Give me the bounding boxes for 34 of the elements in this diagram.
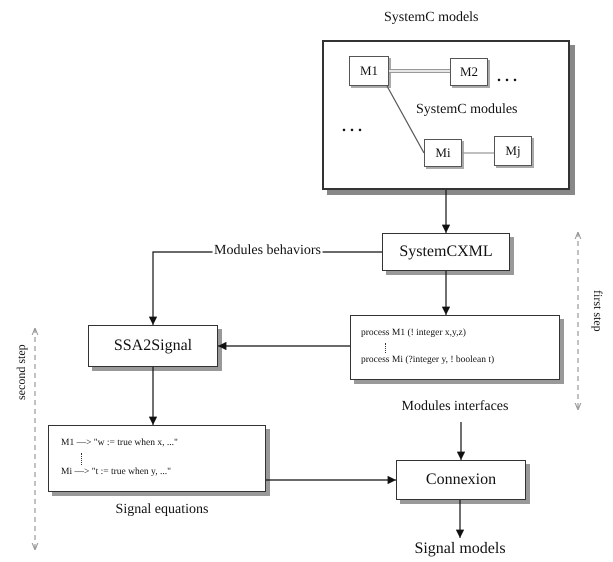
connector-line	[389, 69, 450, 73]
arrow	[456, 422, 466, 460]
code-line: process M1 (! integer x,y,z)	[361, 328, 466, 338]
arrow	[442, 271, 450, 315]
connector-line	[462, 152, 494, 154]
code-line: M1 —> "w := true when x, ..."	[61, 438, 178, 448]
arrow	[456, 500, 464, 538]
module-box	[450, 58, 488, 86]
step-label: first step	[590, 290, 605, 332]
box-label: M1	[360, 63, 378, 79]
panel-label: SystemC modules	[416, 102, 518, 118]
box-label: Mi	[435, 145, 451, 161]
box-label: Mj	[505, 143, 521, 159]
panel-title: SystemC models	[384, 10, 479, 26]
arrow	[148, 367, 158, 425]
module-box	[424, 139, 462, 167]
box-label: Connexion	[426, 471, 496, 489]
module-box	[349, 56, 389, 86]
output-label: Signal models	[414, 540, 506, 558]
box-label: SystemCXML	[399, 243, 493, 261]
step-label: second step	[14, 344, 29, 400]
ellipsis-text: . . .	[342, 118, 362, 136]
connector-line	[386, 86, 425, 154]
box-caption: Modules interfaces	[402, 399, 508, 415]
arrow	[442, 190, 450, 233]
arrow	[218, 342, 350, 350]
code-line: Mi —> "t := true when y, ..."	[61, 467, 171, 477]
ellipsis-text: . . .	[497, 68, 517, 86]
box-label: SSA2Signal	[114, 337, 192, 355]
box-caption: Signal equations	[116, 502, 208, 518]
code-line: process Mi (?integer y, ! boolean t)	[361, 355, 494, 365]
arrow	[266, 476, 396, 484]
module-box	[494, 136, 532, 166]
box-label: M2	[460, 64, 478, 80]
